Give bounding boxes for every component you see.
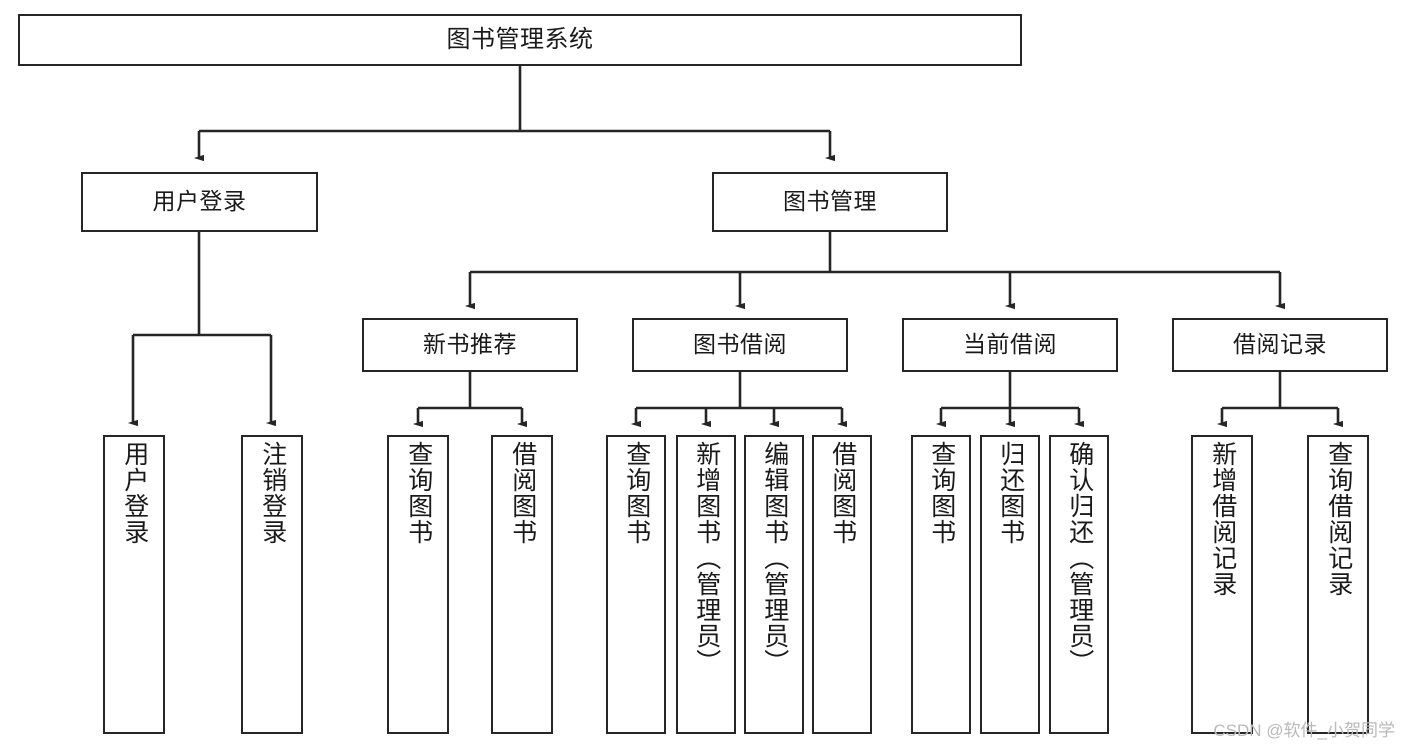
node-label: 用户登录 (152, 188, 247, 215)
node-label: 注销登录 (258, 441, 287, 545)
node-label: 用户登录 (120, 441, 149, 545)
node-leaf-query-book-borrow[interactable]: 查询图书 (606, 435, 666, 734)
node-leaf-borrow-book-new-rec[interactable]: 借阅图书 (491, 435, 553, 734)
node-label: 新增借阅记录 (1208, 441, 1237, 597)
node-label: 当前借阅 (963, 331, 1057, 358)
node-label: 新增图书（管理员） (692, 441, 721, 675)
node-leaf-query-book-current[interactable]: 查询图书 (911, 435, 971, 734)
node-root-book-management-system[interactable]: 图书管理系统 (18, 14, 1022, 66)
node-label: 图书借阅 (693, 331, 787, 358)
node-label: 查询图书 (404, 441, 433, 545)
node-leaf-return-book[interactable]: 归还图书 (980, 435, 1040, 734)
node-leaf-add-book-admin[interactable]: 新增图书（管理员） (676, 435, 736, 734)
node-label: 确认归还（管理员） (1065, 441, 1094, 675)
node-leaf-edit-book-admin[interactable]: 编辑图书（管理员） (744, 435, 804, 734)
watermark-csdn: CSDN @软件_小贺同学 (1213, 721, 1395, 740)
node-label: 借阅图书 (828, 441, 857, 545)
node-book-borrowing[interactable]: 图书借阅 (632, 318, 848, 372)
node-user-login[interactable]: 用户登录 (81, 172, 318, 232)
node-leaf-user-logout[interactable]: 注销登录 (241, 435, 303, 734)
node-leaf-borrow-book-borrow[interactable]: 借阅图书 (812, 435, 872, 734)
node-label: 查询借阅记录 (1324, 441, 1353, 597)
node-leaf-query-borrow-record[interactable]: 查询借阅记录 (1307, 435, 1369, 734)
node-leaf-user-login[interactable]: 用户登录 (103, 435, 165, 734)
node-leaf-confirm-return-admin[interactable]: 确认归还（管理员） (1049, 435, 1109, 734)
node-label: 借阅图书 (508, 441, 537, 545)
node-new-book-recommendation[interactable]: 新书推荐 (362, 318, 578, 372)
node-current-borrowing[interactable]: 当前借阅 (902, 318, 1118, 372)
node-leaf-add-borrow-record[interactable]: 新增借阅记录 (1191, 435, 1253, 734)
node-borrowing-record[interactable]: 借阅记录 (1172, 318, 1388, 372)
node-label: 新书推荐 (423, 331, 517, 358)
node-book-management[interactable]: 图书管理 (712, 172, 948, 232)
node-label: 图书管理 (783, 188, 877, 215)
node-label: 查询图书 (927, 441, 956, 545)
node-label: 查询图书 (622, 441, 651, 545)
node-leaf-query-book-new-rec[interactable]: 查询图书 (387, 435, 449, 734)
node-label: 借阅记录 (1233, 331, 1327, 358)
node-label: 归还图书 (996, 441, 1025, 545)
node-label: 编辑图书（管理员） (760, 441, 789, 675)
node-label: 图书管理系统 (446, 25, 594, 53)
